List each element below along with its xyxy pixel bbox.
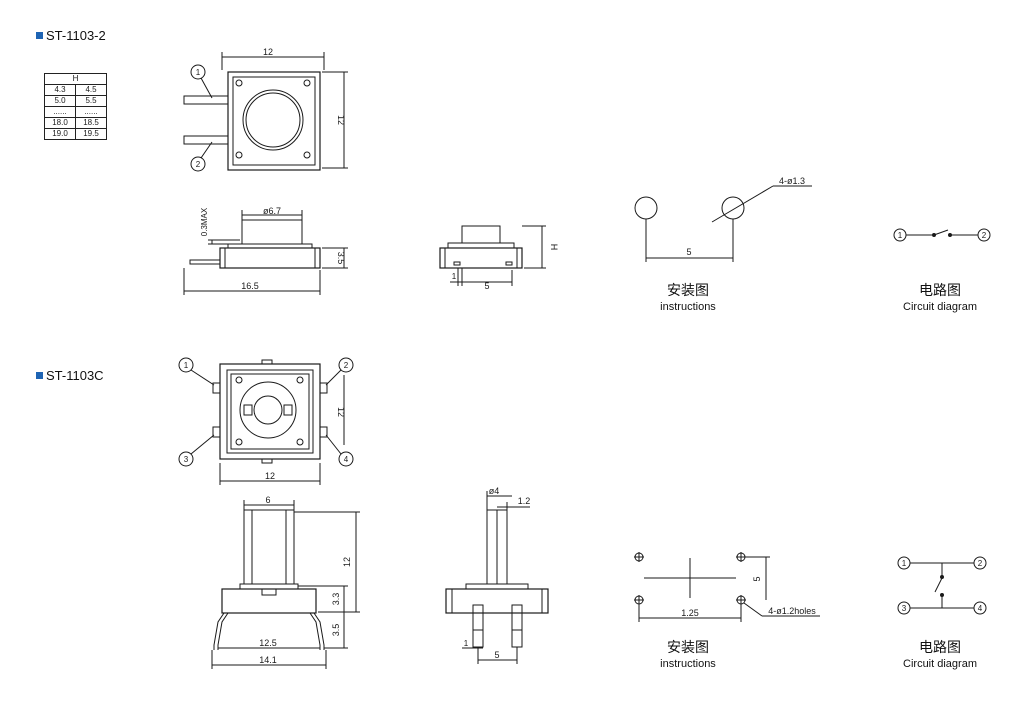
- part2-title: ST-1103C: [36, 368, 104, 383]
- dim-label: 4-ø1.3: [779, 176, 805, 186]
- pin-balloon: 2: [196, 160, 201, 169]
- pin-balloon: 2: [982, 231, 987, 240]
- dim-label: 16.5: [241, 281, 259, 291]
- dim-label: 5: [752, 576, 762, 581]
- dim-label: 5: [494, 650, 499, 660]
- dim-label: 1.25: [681, 608, 699, 618]
- dim-label: ø6.7: [263, 206, 281, 216]
- caption-en: Circuit diagram: [903, 658, 977, 670]
- dim-label: 5: [484, 281, 489, 291]
- p1-instructions: 5 4-ø1.3: [634, 176, 812, 262]
- pin-balloon: 3: [902, 604, 907, 613]
- pin-balloon: 2: [978, 559, 983, 568]
- p2-instructions: 5 1.25 4-ø1.2holes: [634, 552, 820, 622]
- caption-en: instructions: [660, 658, 716, 670]
- blue-square-icon: [36, 32, 43, 39]
- caption-cn: 安装图: [667, 283, 709, 299]
- dim-label: 12: [336, 407, 346, 417]
- dim-label: 5: [686, 247, 691, 257]
- dim-label: 12.5: [259, 638, 277, 648]
- part2-title-text: ST-1103C: [46, 368, 104, 383]
- p2-circuit: 1 2 3 4: [897, 556, 987, 615]
- pin-lead: [183, 135, 229, 145]
- p1-top-view: 12 12 1 2: [183, 47, 348, 172]
- pin-balloon: 1: [184, 361, 189, 370]
- dim-label: 3.3: [331, 593, 341, 606]
- part1-circuit-caption: 电路图 Circuit diagram: [880, 280, 1000, 313]
- pin-balloon: 1: [902, 559, 907, 568]
- caption-cn: 电路图: [919, 640, 961, 656]
- pin-balloon: 1: [898, 231, 903, 240]
- dim-label: 0.3MAX: [200, 207, 209, 236]
- dim-label: 6: [265, 495, 270, 505]
- pin-lead: [183, 95, 229, 105]
- part1-title: ST-1103-2: [36, 28, 106, 43]
- dim-label: 12: [265, 471, 275, 481]
- p1-end-view: H 1 5: [439, 225, 559, 291]
- p1-side-view: ø6.7 0.3MAX 3.5 16.5: [183, 206, 348, 295]
- pin-balloon: 1: [196, 68, 201, 77]
- dim-label: 1.2: [518, 496, 531, 506]
- part2-circuit-caption: 电路图 Circuit diagram: [880, 637, 1000, 670]
- dim-label: 12: [263, 47, 273, 57]
- p1-circuit: 1 2: [893, 228, 991, 242]
- pin-balloon: 3: [184, 455, 189, 464]
- dim-label: 3.5: [331, 624, 341, 637]
- dim-label: 4-ø1.2holes: [768, 606, 816, 616]
- caption-cn: 电路图: [919, 283, 961, 299]
- part1-title-text: ST-1103-2: [46, 28, 106, 43]
- p2-side-view: ø4 1.2 1 5: [445, 486, 549, 664]
- pin-balloon: 4: [344, 455, 349, 464]
- dim-label: H: [549, 244, 559, 251]
- dim-label: 14.1: [259, 655, 277, 665]
- pin-balloon: 2: [344, 361, 349, 370]
- part2-instructions-caption: 安装图 instructions: [628, 637, 748, 670]
- table-cell: 19.5: [75, 128, 107, 140]
- caption-en: instructions: [660, 301, 716, 313]
- dim-label: 1: [464, 639, 469, 648]
- dim-label: ø4: [489, 486, 500, 496]
- p2-top-view: 1 2 3 4 12 12: [178, 357, 354, 485]
- p2-front-view: 6 12 3.3 3.5 12.5 14.1: [211, 495, 360, 669]
- dim-label: 12: [336, 115, 346, 125]
- caption-cn: 安装图: [667, 640, 709, 656]
- blue-square-icon: [36, 372, 43, 379]
- caption-en: Circuit diagram: [903, 301, 977, 313]
- dim-label: 12: [342, 557, 352, 567]
- pin-balloon: 4: [978, 604, 983, 613]
- dim-label: 1: [452, 272, 457, 281]
- dim-label: 3.5: [336, 252, 346, 265]
- part1-instructions-caption: 安装图 instructions: [628, 280, 748, 313]
